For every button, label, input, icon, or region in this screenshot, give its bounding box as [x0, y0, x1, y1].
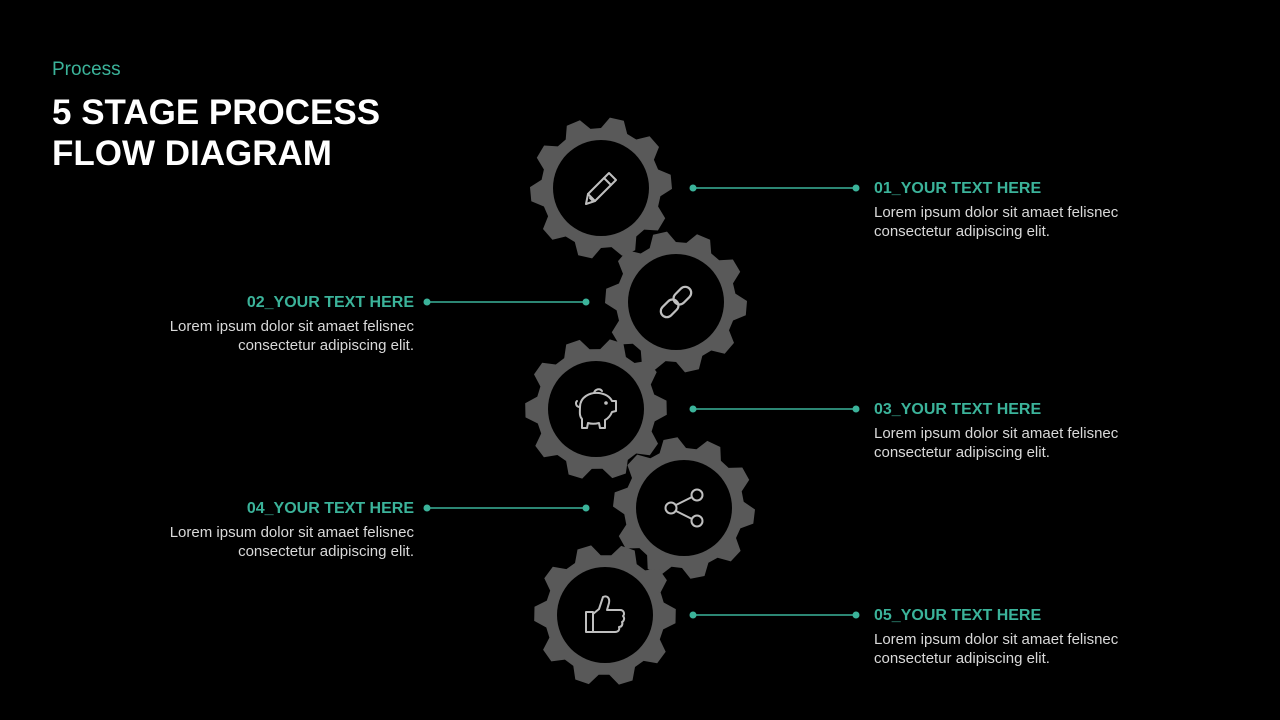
connector-3: [689, 405, 860, 413]
stage-1-text: 01_YOUR TEXT HERE Lorem ipsum dolor sit …: [874, 180, 1174, 241]
gear-5-center: [557, 567, 653, 663]
stage-5-line-2: consectetur adipiscing elit.: [874, 650, 1050, 667]
stage-5-line-1: Lorem ipsum dolor sit amaet felisnec: [874, 631, 1119, 648]
stage-2-description: Lorem ipsum dolor sit amaet felisnec con…: [114, 317, 414, 355]
stage-5-description: Lorem ipsum dolor sit amaet felisnec con…: [874, 630, 1174, 668]
stage-3-line-1: Lorem ipsum dolor sit amaet felisnec: [874, 425, 1119, 442]
stage-1-line-1: Lorem ipsum dolor sit amaet felisnec: [874, 204, 1119, 221]
gear-2: [605, 231, 747, 373]
link-icon: [659, 285, 693, 319]
stage-2-text: 02_YOUR TEXT HERE Lorem ipsum dolor sit …: [114, 294, 414, 355]
stage-3-heading: 03_YOUR TEXT HERE: [874, 401, 1042, 418]
stage-4-line-1: Lorem ipsum dolor sit amaet felisnec: [169, 524, 414, 541]
stage-2-heading: 02_YOUR TEXT HERE: [246, 294, 414, 311]
gear-4-center: [636, 460, 732, 556]
stage-4-heading: 04_YOUR TEXT HERE: [246, 500, 414, 517]
stage-3-description: Lorem ipsum dolor sit amaet felisnec con…: [874, 424, 1174, 462]
stage-5-text: 05_YOUR TEXT HERE Lorem ipsum dolor sit …: [874, 607, 1174, 668]
gear-1-center: [553, 140, 649, 236]
stage-4-description: Lorem ipsum dolor sit amaet felisnec con…: [114, 523, 414, 561]
connector-4: [423, 504, 590, 512]
stage-2-line-1: Lorem ipsum dolor sit amaet felisnec: [169, 318, 414, 335]
piggy-bank-icon: [575, 388, 617, 429]
stage-1-description: Lorem ipsum dolor sit amaet felisnec con…: [874, 203, 1174, 241]
stage-3-text: 03_YOUR TEXT HERE Lorem ipsum dolor sit …: [874, 401, 1174, 462]
connector-2: [423, 298, 590, 306]
stage-3-line-2: consectetur adipiscing elit.: [874, 444, 1050, 461]
gear-1: [530, 117, 672, 259]
stage-4-line-2: consectetur adipiscing elit.: [238, 543, 414, 560]
slide-subtitle: Process: [52, 59, 121, 80]
gear-3: [525, 339, 667, 479]
stage-2-line-2: consectetur adipiscing elit.: [238, 337, 414, 354]
title-line-2: FLOW DIAGRAM: [52, 134, 332, 173]
stage-5-heading: 05_YOUR TEXT HERE: [874, 607, 1042, 624]
thumbs-up-icon: [585, 595, 626, 633]
gear-5: [534, 545, 676, 685]
stage-1-heading: 01_YOUR TEXT HERE: [874, 180, 1042, 197]
connector-1: [689, 184, 860, 192]
title-line-1: 5 STAGE PROCESS: [52, 93, 381, 132]
gear-3-center: [548, 361, 644, 457]
slide-title: 5 STAGE PROCESS FLOW DIAGRAM: [52, 92, 380, 174]
pencil-icon: [585, 172, 617, 205]
stage-1-line-2: consectetur adipiscing elit.: [874, 223, 1050, 240]
share-icon: [664, 488, 704, 528]
gear-4: [613, 437, 755, 579]
connector-5: [689, 611, 860, 619]
stage-4-text: 04_YOUR TEXT HERE Lorem ipsum dolor sit …: [114, 500, 414, 561]
